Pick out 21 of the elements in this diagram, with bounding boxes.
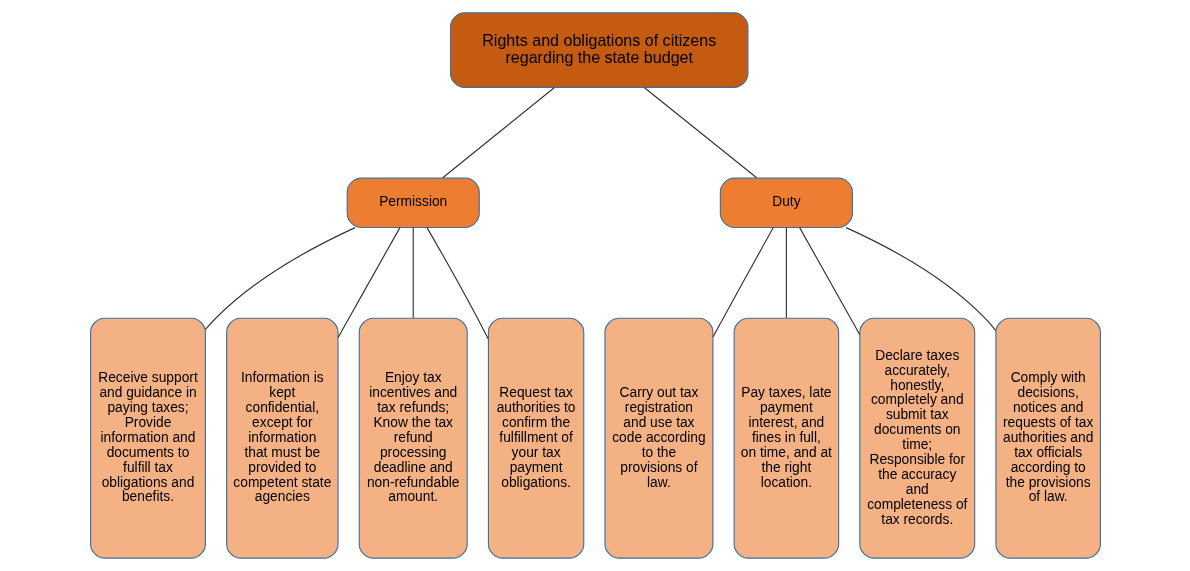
connector bbox=[845, 227, 996, 332]
node-box: Carry out tax registration and use tax code according to the provisions of law. bbox=[603, 317, 713, 559]
connector bbox=[643, 87, 757, 179]
connector bbox=[204, 227, 356, 330]
node-box: Request tax authorities to confirm the fulfillment of your tax payment obligations. bbox=[487, 317, 584, 559]
connector bbox=[785, 227, 787, 319]
connector bbox=[712, 227, 774, 338]
node-box: Permission bbox=[346, 177, 480, 229]
connector bbox=[337, 227, 400, 339]
node-box: Declare taxes accurately, honestly, completely and submit tax documents on time; Responsible for the accuracy and completeness of tax records. bbox=[858, 317, 975, 559]
node-box: Information is kept confidential, except for information that must be provided to competent state agencies bbox=[225, 317, 339, 559]
connector bbox=[441, 87, 555, 179]
connector bbox=[426, 227, 489, 340]
node-box: Rights and obligations of citizens regarding the state budget bbox=[449, 12, 748, 88]
node-box: Comply with decisions, notices and requests of tax authorities and tax officials according to the provisions of law. bbox=[994, 317, 1101, 559]
node-box: Receive support and guidance in paying taxes; Provide information and documents to fulfill tax obligations and benefits. bbox=[89, 317, 206, 559]
connector bbox=[798, 227, 860, 336]
node-box: Duty bbox=[719, 177, 853, 229]
node-box: Enjoy tax incentives and tax refunds; Know the tax refund processing deadline and non-refundable amount. bbox=[358, 317, 468, 559]
node-box: Pay taxes, late payment interest, and fines in full, on time, and at the right location. bbox=[733, 317, 839, 559]
connector bbox=[412, 227, 414, 319]
